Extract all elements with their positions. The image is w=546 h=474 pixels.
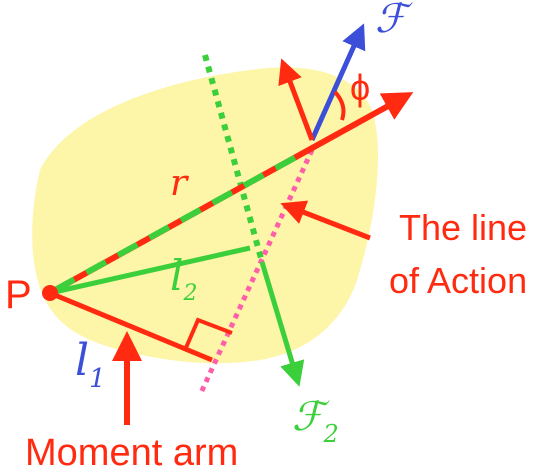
line-of-action-text-1: The line [399,207,527,248]
line-of-action-f [197,148,315,397]
rigid-body-shape [32,67,379,364]
force-label: ℱ [375,0,413,42]
radius-vector-dashes [53,149,307,293]
angle-arc [333,90,346,121]
line-of-action-pointer [280,200,371,241]
arm2-label: l2 [170,251,197,306]
moment-arm-text: Moment arm [25,432,238,474]
radius-label: r [170,163,189,204]
force-vector [309,23,366,142]
perpendicular-component [278,58,315,141]
line-of-action-text-2: of Action [389,260,527,301]
point-label: P [5,273,32,317]
force2-vector [259,261,305,387]
pivot-point [42,285,58,301]
arm1-label: l1 [75,335,106,394]
moment-arm-l2 [49,245,251,296]
angle-label: ϕ [350,67,370,108]
right-angle-mark [183,317,233,351]
force2-label: ℱ2 [292,394,339,448]
